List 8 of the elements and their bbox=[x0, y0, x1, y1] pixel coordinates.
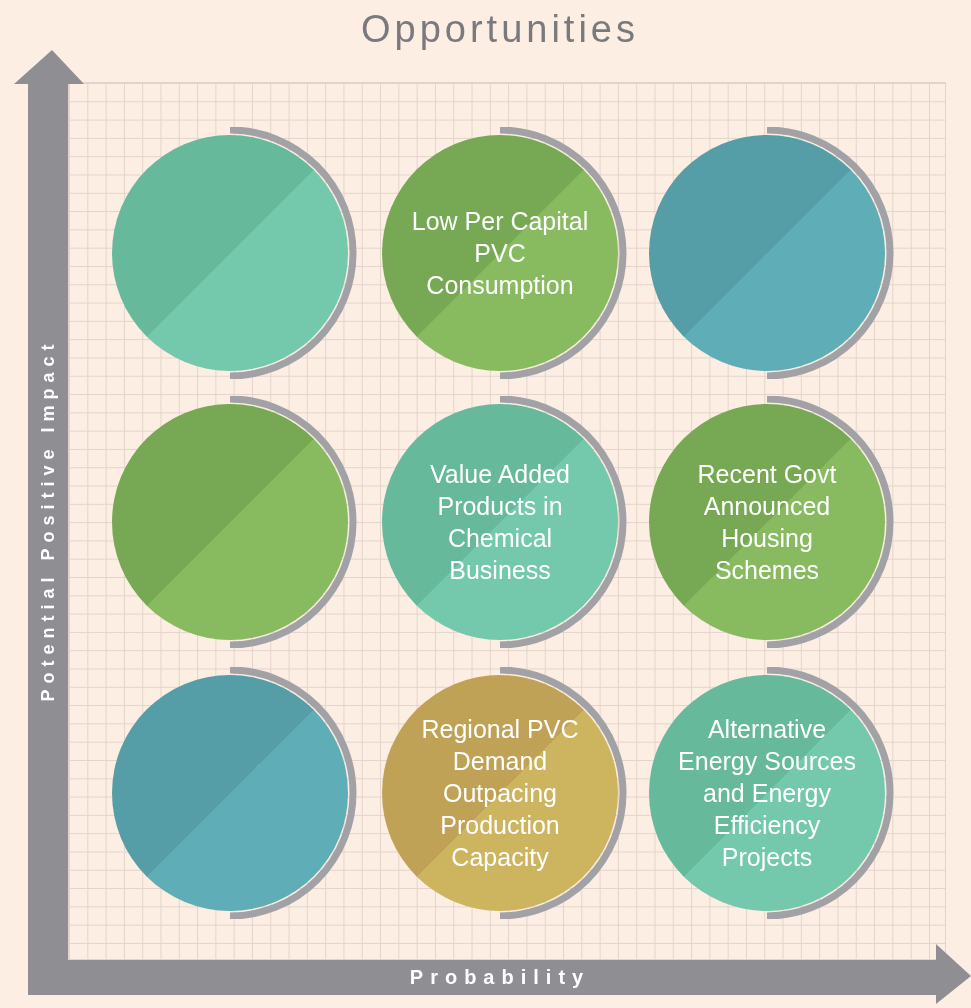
node-text: Low Per Capital PVC Consumption bbox=[410, 206, 590, 301]
node-text: Recent Govt Announced Housing Schemes bbox=[696, 459, 838, 586]
node-text: Alternative Energy Sources and Energy Efficiency Projects bbox=[677, 714, 857, 873]
chart-title: Opportunities bbox=[360, 8, 640, 51]
axis-label: Probability bbox=[408, 965, 592, 990]
axis-label: Potential Positive Impact bbox=[37, 337, 59, 704]
node-text: Value Added Products in Chemical Business bbox=[429, 459, 571, 586]
node-text: Regional PVC Demand Outpacing Production Capacity bbox=[420, 714, 580, 873]
